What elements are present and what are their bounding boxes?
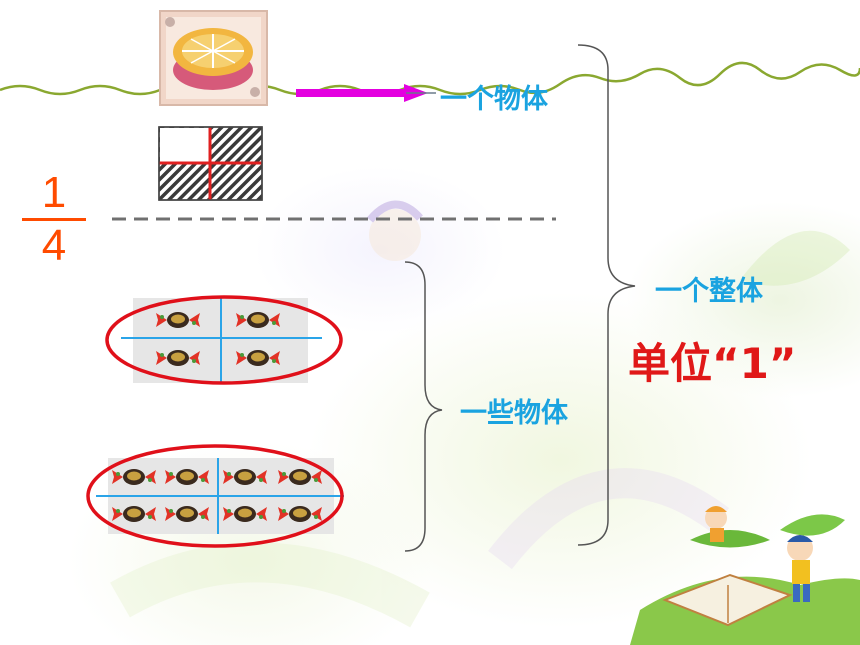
label-some-objects: 一些物体 (460, 398, 568, 429)
fraction-one-quarter: 1 4 (18, 170, 90, 269)
fraction-numerator: 1 (41, 168, 67, 217)
label-one-whole: 一个整体 (655, 276, 763, 307)
candy-group-four (105, 295, 343, 385)
fraction-denominator: 4 (41, 221, 67, 270)
bg-decoration (110, 200, 850, 628)
label-one-object: 一个物体 (440, 84, 548, 115)
kids-on-book-illustration (630, 506, 860, 645)
brace-some-objects (404, 261, 443, 552)
fraction-bar (22, 218, 86, 221)
arrow-to-object (296, 84, 436, 102)
brace-one-whole (577, 44, 636, 546)
label-unit-one: 单位“1” (628, 339, 797, 388)
square-quarter-grid-icon (158, 126, 263, 201)
wavy-line (0, 61, 860, 96)
cake-photo (159, 10, 268, 106)
candy-group-eight (86, 444, 344, 548)
